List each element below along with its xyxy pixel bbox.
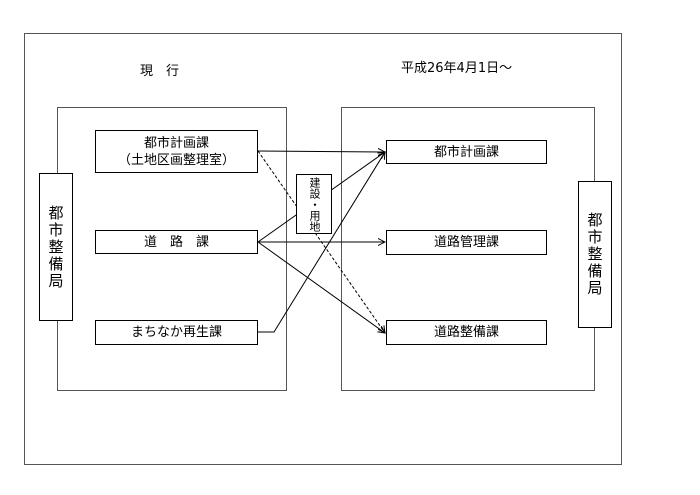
bureau-label-left: 都市整備局 xyxy=(39,173,73,321)
arrow-machinaka-to-urban-planning xyxy=(258,152,385,333)
current-machinaka-label: まちなか再生課 xyxy=(130,325,222,340)
new-road-maintenance-box: 道路整備課 xyxy=(386,320,547,345)
diagram-frame xyxy=(24,33,622,465)
arrow-roads-to-road-maintenance xyxy=(257,241,385,333)
new-road-management-box: 道路管理課 xyxy=(386,230,547,255)
bureau-label-right: 都市整備局 xyxy=(578,181,612,328)
arrow-urban-planning-to-urban-planning xyxy=(257,151,385,152)
current-urban-planning-box: 都市計画課 （土地区画整理室） xyxy=(95,130,258,173)
heading-new: 平成26年4月1日～ xyxy=(401,61,513,76)
current-roads-box: 道 路 課 xyxy=(95,230,258,254)
current-urban-planning-label: 都市計画課 xyxy=(143,135,209,151)
heading-current: 現 行 xyxy=(140,64,180,79)
current-roads-label: 道 路 課 xyxy=(143,234,209,250)
transfer-note-line1: 建設・ xyxy=(308,176,321,210)
new-urban-planning-label: 都市計画課 xyxy=(433,144,499,160)
new-road-maintenance-label: 道路整備課 xyxy=(433,325,499,340)
new-urban-planning-box: 都市計画課 xyxy=(386,140,547,164)
new-road-management-label: 道路管理課 xyxy=(433,235,499,250)
transfer-note-line2: 用地 xyxy=(308,209,321,232)
current-machinaka-box: まちなか再生課 xyxy=(95,320,258,345)
land-readjustment-office-label: （土地区画整理室） xyxy=(117,152,235,168)
transfer-note-box: 建設・ 用地 xyxy=(296,174,332,234)
